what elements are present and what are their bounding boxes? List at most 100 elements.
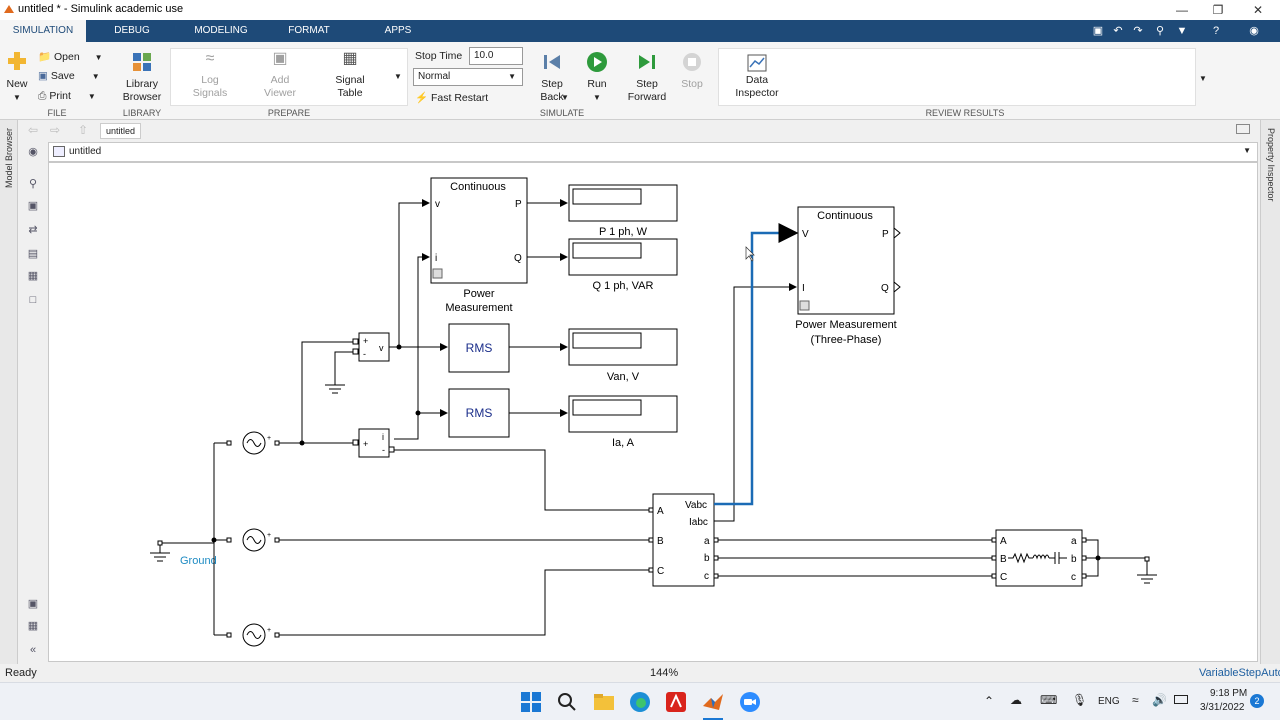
vabc-signal-line[interactable] xyxy=(714,223,799,506)
ac-source-a[interactable] xyxy=(242,431,266,455)
power-measurement-three-phase-block[interactable]: Continuous V I P Q xyxy=(797,206,901,315)
clock-time[interactable]: 9:18 PM xyxy=(1210,688,1248,699)
library-browser-button[interactable]: Library Browser xyxy=(118,50,166,106)
run-button[interactable]: Run ▼ xyxy=(580,50,614,106)
rms-current-block[interactable]: RMS xyxy=(448,388,510,438)
step-back-button[interactable]: Step Back ▼ xyxy=(532,50,572,106)
explorer-tab-untitled[interactable]: untitled xyxy=(100,123,142,139)
hide-show-icon[interactable]: ◉ xyxy=(28,146,38,158)
display-q-block[interactable] xyxy=(568,238,678,276)
pm3-name-line1: Power Measurement xyxy=(795,319,897,331)
keyboard-icon[interactable]: ⌨ xyxy=(1040,693,1058,707)
current-measurement-block[interactable]: + i - xyxy=(352,428,395,458)
search-icon[interactable]: ⚲ xyxy=(1155,25,1165,37)
print-button[interactable]: ⎙ Print ▼ xyxy=(38,90,96,103)
pm3-name-line2: (Three-Phase) xyxy=(811,334,882,346)
screenshot-icon[interactable]: ▣ xyxy=(27,598,39,610)
wifi-icon[interactable]: ≈ xyxy=(1132,693,1139,707)
ground-block-vm[interactable] xyxy=(325,373,345,394)
close-button[interactable]: ✕ xyxy=(1252,3,1264,17)
path-dropdown-icon[interactable]: ▼ xyxy=(1243,146,1251,155)
language-indicator[interactable]: ENG xyxy=(1098,696,1120,707)
power-measurement-block[interactable]: Continuous v i P Q xyxy=(430,177,528,284)
acrobat-reader-icon[interactable] xyxy=(664,690,688,714)
tab-modeling[interactable]: MODELING xyxy=(194,25,248,36)
three-phase-vi-measurement-block[interactable]: Vabc Iabc A B C a b c xyxy=(652,493,715,587)
collapse-palette-icon[interactable]: « xyxy=(29,644,37,656)
model-path-bar[interactable]: untitled ▼ xyxy=(48,142,1258,162)
zoom-app-icon[interactable] xyxy=(738,690,762,714)
undo-icon[interactable]: ↶ xyxy=(1113,25,1123,37)
display-van-block[interactable] xyxy=(568,328,678,366)
tab-debug[interactable]: DEBUG xyxy=(114,25,150,36)
zoom-icon[interactable]: ⚲ xyxy=(28,178,38,190)
data-inspector-label-2: Inspector xyxy=(735,87,779,99)
add-viewer-button[interactable]: ▣ Add Viewer xyxy=(256,51,304,102)
save-icon: ▣ xyxy=(38,70,48,82)
up-arrow-icon[interactable]: ⇧ xyxy=(78,123,89,137)
simulation-mode-select[interactable]: Normal ▼ xyxy=(413,68,523,86)
tab-apps[interactable]: APPS xyxy=(384,25,412,36)
redo-icon[interactable]: ↷ xyxy=(1133,25,1143,37)
prepare-gallery-dropdown[interactable]: ▼ xyxy=(394,72,402,81)
voltage-measurement-block[interactable]: + - v xyxy=(352,332,390,362)
minimize-button[interactable]: — xyxy=(1176,3,1188,17)
notification-badge[interactable]: 2 xyxy=(1250,694,1264,708)
display-p-block[interactable] xyxy=(568,184,678,222)
file-explorer-icon[interactable] xyxy=(592,690,616,714)
ac-source-b[interactable] xyxy=(242,528,266,552)
battery-icon[interactable] xyxy=(1174,695,1188,704)
area-icon[interactable]: □ xyxy=(29,294,37,306)
microphone-icon[interactable]: 🎙 xyxy=(1072,693,1088,707)
hide-explorer-icon[interactable] xyxy=(1236,124,1250,134)
image-icon[interactable]: ▦ xyxy=(27,270,39,282)
annotation-icon[interactable]: ▤ xyxy=(27,248,39,260)
svg-text:+: + xyxy=(267,532,271,539)
property-inspector-strip[interactable]: Property Inspector xyxy=(1260,120,1280,664)
model-browser-label[interactable]: Model Browser xyxy=(4,128,14,189)
open-button[interactable]: 📁 Open ▼ xyxy=(38,50,103,63)
ribbon-expand-dropdown[interactable]: ▼ xyxy=(1199,74,1207,83)
maximize-button[interactable]: ❐ xyxy=(1212,3,1224,17)
search-taskbar-icon[interactable] xyxy=(555,690,579,714)
volume-icon[interactable]: 🔊 xyxy=(1152,693,1167,707)
new-button[interactable]: New ▼ xyxy=(4,50,28,110)
step-forward-button[interactable]: Step Forward xyxy=(624,50,670,106)
rms-voltage-block[interactable]: RMS xyxy=(448,323,510,373)
save-quick-icon[interactable]: ▣ xyxy=(1092,25,1104,37)
solver-link[interactable]: VariableStepAuto xyxy=(1199,667,1280,679)
viewmarks-icon[interactable]: ▦ xyxy=(27,620,39,632)
matlab-icon[interactable] xyxy=(701,690,725,714)
model-browser-strip[interactable]: Model Browser xyxy=(0,120,18,664)
help-icon[interactable]: ? xyxy=(1212,25,1220,37)
log-signals-button[interactable]: ≈ Log Signals xyxy=(186,51,234,102)
arrange-icon[interactable]: ⇄ xyxy=(28,224,38,236)
edge-browser-icon[interactable] xyxy=(628,690,652,714)
back-arrow-icon[interactable]: ⇦ xyxy=(28,123,39,137)
three-phase-rlc-load-block[interactable]: A B C a b c xyxy=(995,529,1083,587)
ground-block-left[interactable] xyxy=(150,543,170,562)
property-inspector-label[interactable]: Property Inspector xyxy=(1266,128,1276,202)
model-canvas[interactable]: Continuous v i P Q Power Measurement P 1… xyxy=(48,162,1258,662)
data-inspector-button[interactable]: Data Inspector xyxy=(732,52,782,102)
stop-button[interactable]: Stop xyxy=(676,50,708,106)
show-hidden-icons-icon[interactable]: ⌃ xyxy=(984,694,995,708)
ac-source-c[interactable] xyxy=(242,623,266,647)
forward-arrow-icon[interactable]: ⇨ xyxy=(50,123,61,137)
community-icon[interactable]: ▼ xyxy=(1176,25,1188,37)
windows-start-icon[interactable] xyxy=(519,690,543,714)
clock-date[interactable]: 3/31/2022 xyxy=(1200,702,1245,713)
library-label-line2: Browser xyxy=(122,91,162,103)
options-icon[interactable]: ◉ xyxy=(1249,25,1259,37)
signal-table-button[interactable]: ▦ Signal Table xyxy=(326,51,374,102)
step-back-label-2: Back xyxy=(540,91,564,103)
save-button[interactable]: ▣ Save ▼ xyxy=(38,70,100,82)
fast-restart-toggle[interactable]: ⚡ Fast Restart xyxy=(415,91,488,104)
ground-block-right[interactable] xyxy=(1137,561,1157,584)
display-ia-block[interactable] xyxy=(568,395,678,433)
tab-format[interactable]: FORMAT xyxy=(288,25,330,36)
onedrive-icon[interactable]: ☁ xyxy=(1010,693,1022,707)
tab-simulation[interactable]: SIMULATION xyxy=(0,20,86,42)
fit-to-view-icon[interactable]: ▣ xyxy=(27,200,39,212)
stop-time-input[interactable]: 10.0 xyxy=(469,47,523,65)
